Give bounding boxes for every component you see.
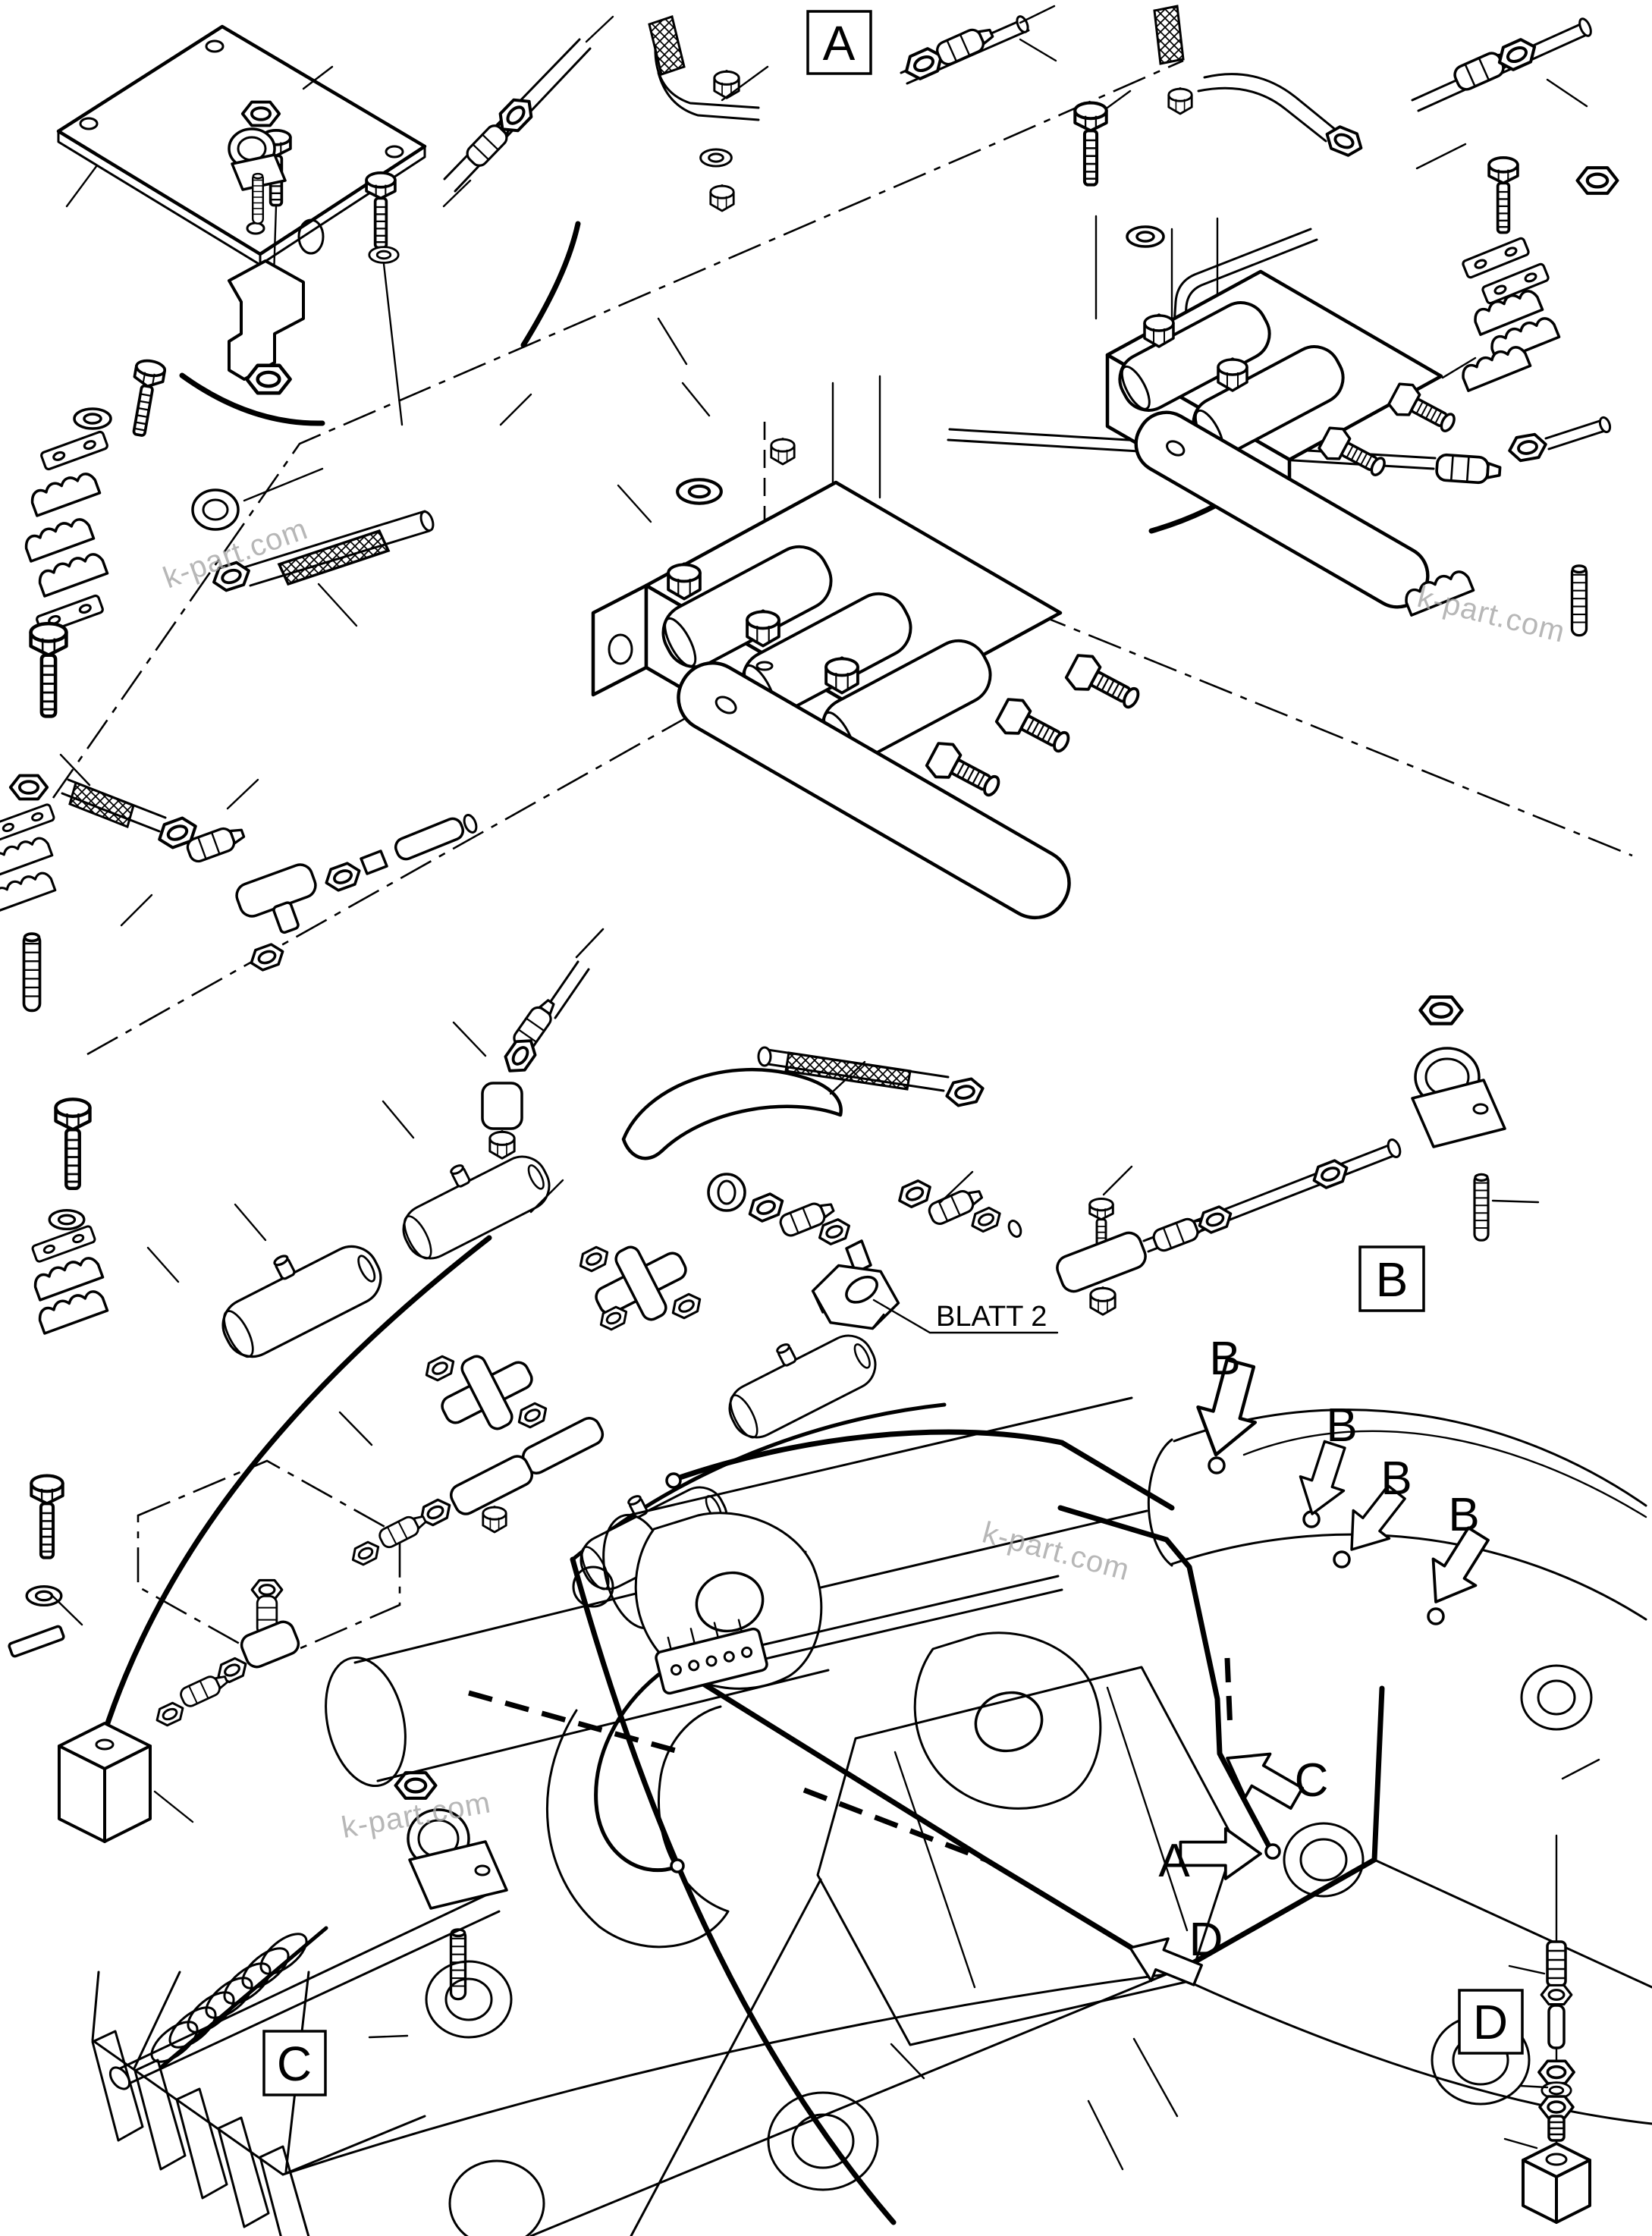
cube-block bbox=[58, 1722, 194, 1843]
compression-fitting bbox=[1537, 2059, 1575, 2142]
section-c-label: C bbox=[277, 2037, 312, 2091]
view-arrow-a bbox=[1179, 1827, 1262, 1880]
section-marker-d: D bbox=[1458, 1989, 1524, 2055]
view-arrow-b4-label: B bbox=[1448, 1489, 1479, 1541]
right-hardware-stack bbox=[1400, 156, 1618, 637]
bucket-edge-teeth bbox=[91, 1893, 1173, 2236]
o-ring bbox=[297, 218, 325, 255]
mid-left-hose-chain bbox=[61, 778, 478, 975]
view-arrows: B B B B C A D bbox=[1120, 1333, 1501, 1998]
right-manifold bbox=[1075, 103, 1477, 609]
coil-hose bbox=[108, 1933, 308, 2090]
section-boxes: A B C D bbox=[262, 10, 1524, 2096]
d-column bbox=[1503, 1834, 1591, 2224]
section-marker-c: C bbox=[262, 2030, 327, 2096]
blatt2-label: BLATT 2 bbox=[936, 1301, 1047, 1333]
cube-fitting bbox=[1522, 2142, 1591, 2224]
port-b3 bbox=[1333, 1550, 1351, 1569]
rod-fitting bbox=[1540, 1940, 1573, 2049]
top-clamp-assembly bbox=[228, 100, 325, 255]
tee-with-bolt bbox=[1056, 1197, 1147, 1316]
bent-bracket bbox=[228, 259, 305, 381]
section-marker-b: B bbox=[1358, 1245, 1425, 1312]
cross-fitting-1 bbox=[575, 1242, 705, 1334]
braided-hose-upper-left bbox=[209, 510, 435, 627]
bottom-left-assembly bbox=[8, 1476, 508, 2039]
cover-plate-assembly bbox=[56, 24, 427, 393]
view-arrow-b3-label: B bbox=[1380, 1452, 1412, 1505]
watermark: k-part.com bbox=[1414, 580, 1569, 649]
view-arrow-b2-label: B bbox=[1326, 1399, 1357, 1452]
ball-fitting bbox=[707, 1173, 746, 1212]
view-arrow-c-label: C bbox=[1295, 1754, 1329, 1807]
top-hose-fittings bbox=[442, 5, 1592, 212]
excavator-arm bbox=[325, 1396, 1652, 2236]
section-a-label: A bbox=[823, 16, 856, 71]
section-b-label: B bbox=[1376, 1252, 1409, 1307]
central-manifold bbox=[365, 171, 1147, 920]
hex-plug bbox=[811, 1264, 900, 1330]
leader-lines bbox=[48, 5, 1600, 2080]
view-arrow-d-label: D bbox=[1189, 1914, 1223, 1966]
cross-fitting-2 bbox=[421, 1352, 551, 1432]
section-marker-a: A bbox=[806, 10, 872, 75]
port-b1 bbox=[1208, 1456, 1226, 1474]
right-mid-fittings bbox=[1056, 997, 1540, 1316]
section-d-label: D bbox=[1473, 1995, 1508, 2049]
tee-fitting-2 bbox=[449, 1455, 534, 1534]
bottom-elbow-assembly bbox=[152, 1578, 300, 1730]
port-b4 bbox=[1427, 1607, 1445, 1625]
tee-fitting bbox=[235, 863, 317, 934]
view-arrow-b1-label: B bbox=[1209, 1333, 1240, 1385]
left-hardware-stacks bbox=[0, 357, 324, 1335]
hex-nut bbox=[247, 366, 290, 393]
harness-manifold bbox=[655, 1619, 768, 1695]
hook-hose bbox=[621, 1067, 843, 1160]
blatt-callout: BLATT 2 bbox=[811, 1264, 1059, 1334]
grommet bbox=[191, 488, 240, 531]
center-fitting-clusters bbox=[146, 928, 1022, 1599]
view-arrow-a-label: A bbox=[1158, 1835, 1190, 1887]
